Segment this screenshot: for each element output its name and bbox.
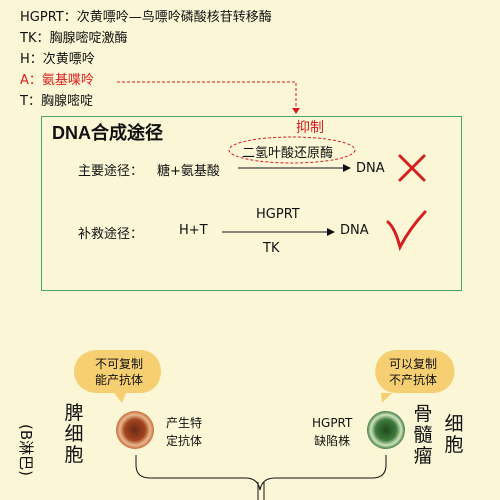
b-lymph-label: (B淋巴) [17, 424, 35, 476]
inhibit-arrow-head [292, 108, 300, 114]
myeloma-cell-char-1: 细 [444, 413, 464, 435]
salvage-route-label: 补救途径： [78, 227, 144, 242]
main-route-input: 糖+氨基酸 [157, 164, 220, 179]
myeloma-desc-line-2: 缺陷株 [314, 434, 351, 448]
spleen-cell [116, 411, 154, 449]
check-icon [386, 210, 427, 252]
salvage-enzyme-bottom: TK [263, 241, 280, 256]
salvage-route-input: H+T [179, 223, 208, 238]
myeloma-char-2: 髓 [413, 424, 433, 446]
myeloma-label: 骨 髓 瘤 [411, 404, 435, 467]
main-route-output: DNA [356, 161, 385, 176]
legend-h: H：次黄嘌呤 [20, 52, 95, 67]
legend-tk: TK：胸腺嘧啶激酶 [20, 31, 128, 46]
left-bubble-line-2: 能产抗体 [94, 373, 143, 387]
spleen-desc-line-2: 定抗体 [166, 434, 203, 448]
inhibit-path [117, 81, 297, 113]
right-bubble [375, 350, 455, 403]
legend-a: A：氨基喋呤 [20, 73, 94, 88]
left-bubble [74, 350, 161, 403]
dna-synthesis-box [41, 116, 462, 291]
salvage-enzyme-top: HGPRT [256, 207, 300, 222]
spleen-cell-label: 脾 细 胞 [62, 403, 86, 466]
box-title: DNA合成途径 [52, 123, 163, 143]
myeloma-cell-label: 细 胞 [442, 414, 466, 456]
cross-icon [398, 154, 426, 182]
legend-hgprt: HGPRT：次黄嘌呤—鸟嘌呤磷酸核苷转移酶 [20, 10, 272, 25]
fusion-bracket [135, 455, 387, 491]
right-bubble-line-1: 可以复制 [388, 357, 437, 371]
spleen-char-1: 脾 [64, 402, 84, 424]
enzyme-ellipse [228, 136, 356, 164]
myeloma-cell-char-2: 胞 [444, 434, 464, 456]
enzyme-label: 二氢叶酸还原酶 [242, 146, 334, 161]
spleen-char-3: 胞 [64, 444, 84, 466]
spleen-cell-desc: 产生特 定抗体 [166, 414, 202, 450]
right-bubble-text: 可以复制 不产抗体 [378, 356, 448, 388]
left-bubble-line-1: 不可复制 [94, 357, 143, 371]
inhibit-label: 抑制 [296, 120, 324, 136]
salvage-route-output: DNA [340, 223, 369, 238]
right-bubble-line-2: 不产抗体 [388, 373, 437, 387]
spleen-desc-line-1: 产生特 [166, 416, 203, 430]
myeloma-char-3: 瘤 [413, 445, 433, 467]
myeloma-cell-desc: HGPRT 缺陷株 [312, 414, 352, 450]
left-bubble-text: 不可复制 能产抗体 [84, 356, 154, 388]
legend-t: T：胸腺嘧啶 [20, 94, 93, 109]
myeloma-cell [367, 411, 405, 449]
spleen-char-2: 细 [64, 423, 84, 445]
myeloma-desc-line-1: HGPRT [312, 416, 353, 430]
myeloma-char-1: 骨 [413, 403, 433, 425]
main-route-label: 主要途径： [78, 164, 144, 179]
